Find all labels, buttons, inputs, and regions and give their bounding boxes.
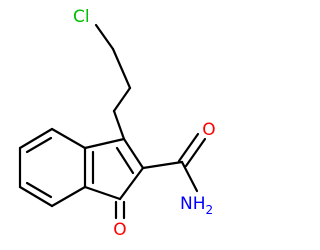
bond-camide-o-a [177, 132, 200, 163]
bond-c7a-c7 [50, 185, 87, 208]
bond-c1-c7a [83, 185, 122, 201]
ketone-oxygen-label: O [113, 220, 126, 240]
amide-oxygen-label: O [202, 120, 215, 140]
bond-c3-c2-double [115, 146, 135, 175]
amide-nitrogen-symbol: NH [180, 194, 206, 214]
chlorine-label: Cl [73, 7, 90, 27]
bond-c5-c4 [18, 127, 54, 150]
bond-camide-n [180, 160, 199, 193]
structure-canvas: Cl O O NH2 [18, 7, 216, 240]
bond-c2-c1 [118, 166, 145, 201]
bond-c3a-c3 [83, 137, 126, 150]
bond-c1-c2 [111, 47, 132, 90]
bond-c3-ring [112, 109, 126, 141]
bond-c2-c3 [112, 86, 132, 113]
bond-c2-camide [141, 160, 184, 170]
bond-c4-c3a [50, 127, 87, 150]
bond-c7-c6-inner [25, 181, 53, 199]
bond-cl-c1 [94, 23, 115, 51]
structure-diagram: Cl O O NH2 [18, 7, 216, 240]
amide-nitrogen-label: NH2 [180, 194, 213, 217]
amide-nitrogen-subscript: 2 [206, 203, 214, 217]
bond-c5-c4-inner [25, 136, 53, 154]
bond-c7-c6 [18, 185, 54, 208]
bond-camide-o-b [184, 137, 207, 168]
bond-c3-c2 [122, 137, 145, 170]
